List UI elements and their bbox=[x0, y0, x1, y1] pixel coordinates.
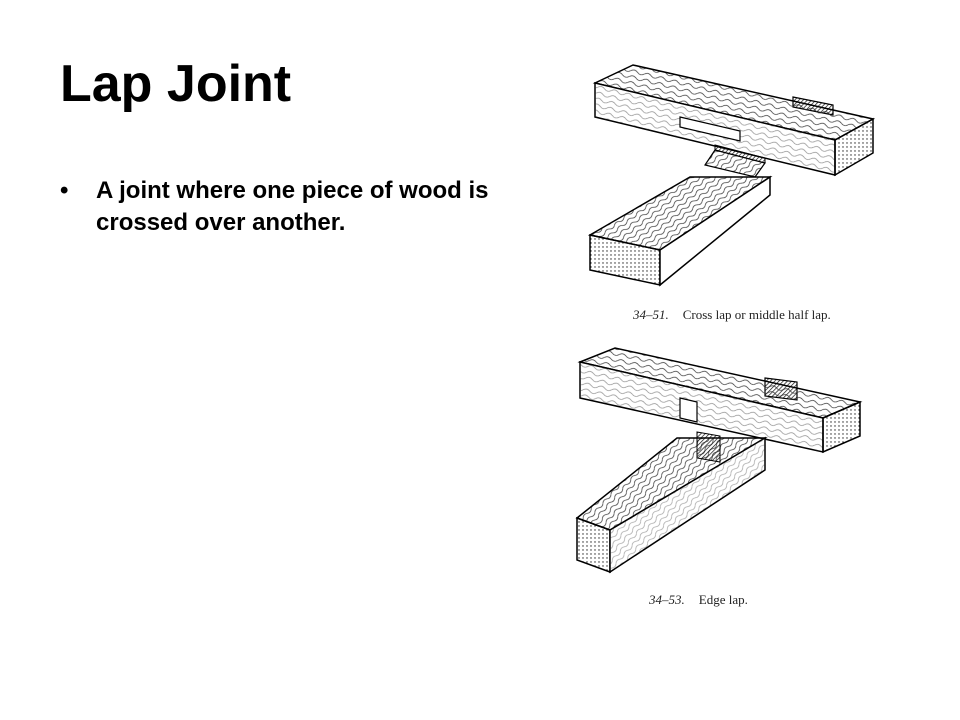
upper-board-end-face bbox=[834, 117, 874, 177]
cross-lap-drawing bbox=[587, 64, 875, 287]
bullet-list: • A joint where one piece of wood is cro… bbox=[60, 175, 530, 240]
upper-notch-shape bbox=[679, 116, 741, 142]
edge-lap-drawing bbox=[575, 347, 863, 574]
upper-slot-shape bbox=[679, 397, 698, 423]
bullet-item: • A joint where one piece of wood is cro… bbox=[60, 175, 530, 240]
edge-lap-illustration: 34–53. Edge lap. bbox=[565, 340, 865, 620]
caption-number: 34–51. bbox=[633, 307, 669, 322]
bullet-mark: • bbox=[60, 177, 69, 204]
lower-notch-wall bbox=[714, 144, 766, 164]
lower-board-side-face bbox=[659, 175, 771, 287]
upper-beam-front-grain bbox=[580, 362, 823, 452]
lower-slot-shape bbox=[696, 431, 721, 463]
figure-caption: 34–53. Edge lap. bbox=[649, 592, 748, 608]
upper-beam-end-face bbox=[822, 400, 861, 454]
bullet-text: A joint where one piece of wood is cross… bbox=[96, 177, 489, 237]
caption-text: Edge lap. bbox=[698, 592, 748, 607]
lower-beam-side-grain bbox=[610, 438, 765, 572]
caption-number: 34–53. bbox=[649, 592, 685, 607]
caption-text: Cross lap or middle half lap. bbox=[682, 307, 831, 322]
cross-lap-illustration: 34–51. Cross lap or middle half lap. bbox=[565, 45, 875, 335]
figure-caption: 34–51. Cross lap or middle half lap. bbox=[633, 307, 831, 323]
slide-title: Lap Joint bbox=[60, 55, 292, 113]
